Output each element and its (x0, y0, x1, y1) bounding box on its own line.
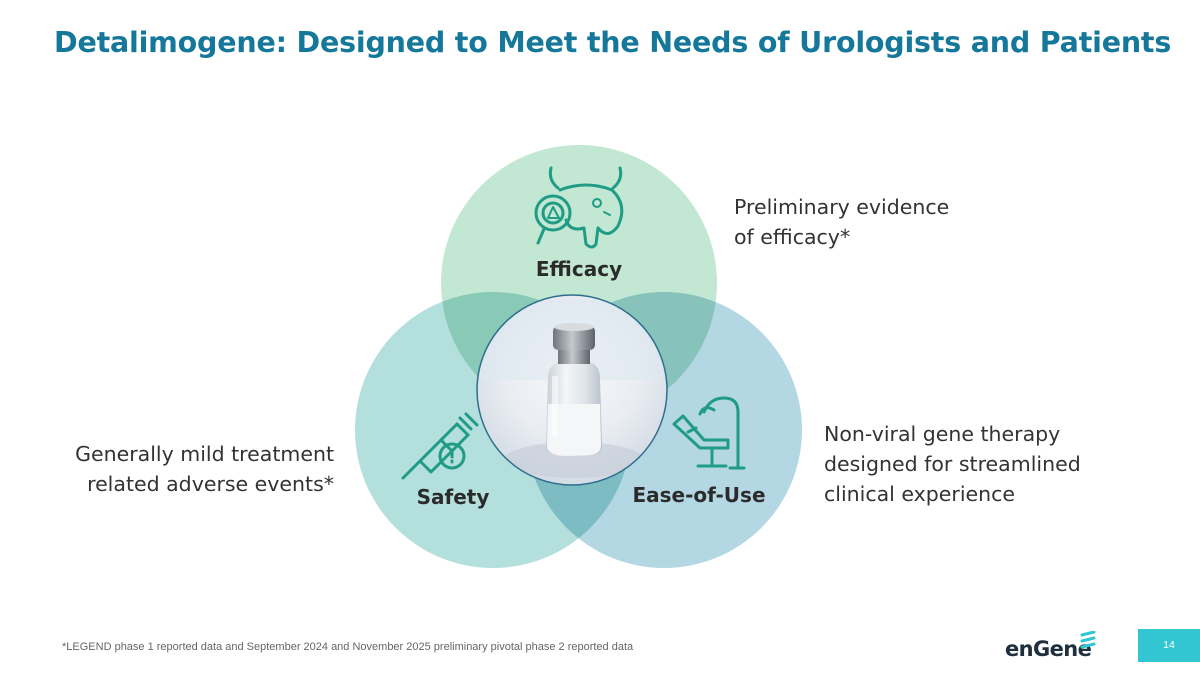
page-number: 14 (1163, 639, 1175, 651)
footnote: *LEGEND phase 1 reported data and Septem… (62, 641, 634, 653)
callout-line: related adverse events* (87, 472, 334, 496)
page-number-box: 14 (1138, 629, 1200, 662)
callout-ease-of-use: Non-viral gene therapy designed for stre… (824, 419, 1081, 509)
exam-chair-icon (672, 396, 746, 470)
callout-efficacy: Preliminary evidence of efficacy* (734, 192, 949, 252)
callout-line: of efficacy* (734, 225, 851, 249)
callout-line: Non-viral gene therapy (824, 422, 1061, 446)
callout-safety: Generally mild treatment related adverse… (60, 439, 334, 499)
callout-line: Generally mild treatment (75, 442, 334, 466)
vial-photo (476, 294, 668, 486)
page-title: Detalimogene: Designed to Meet the Needs… (54, 26, 1172, 59)
bladder-magnifier-icon (534, 166, 624, 249)
venn-label-safety: Safety (417, 485, 490, 509)
engene-logo: enGene (1005, 637, 1092, 661)
callout-line: designed for streamlined (824, 452, 1081, 476)
callout-line: Preliminary evidence (734, 195, 950, 219)
venn-label-ease-of-use: Ease-of-Use (632, 483, 765, 507)
callout-line: clinical experience (824, 482, 1016, 506)
syringe-warning-icon (401, 412, 479, 480)
engene-logo-icon (1080, 631, 1096, 649)
venn-label-efficacy: Efficacy (536, 257, 622, 281)
